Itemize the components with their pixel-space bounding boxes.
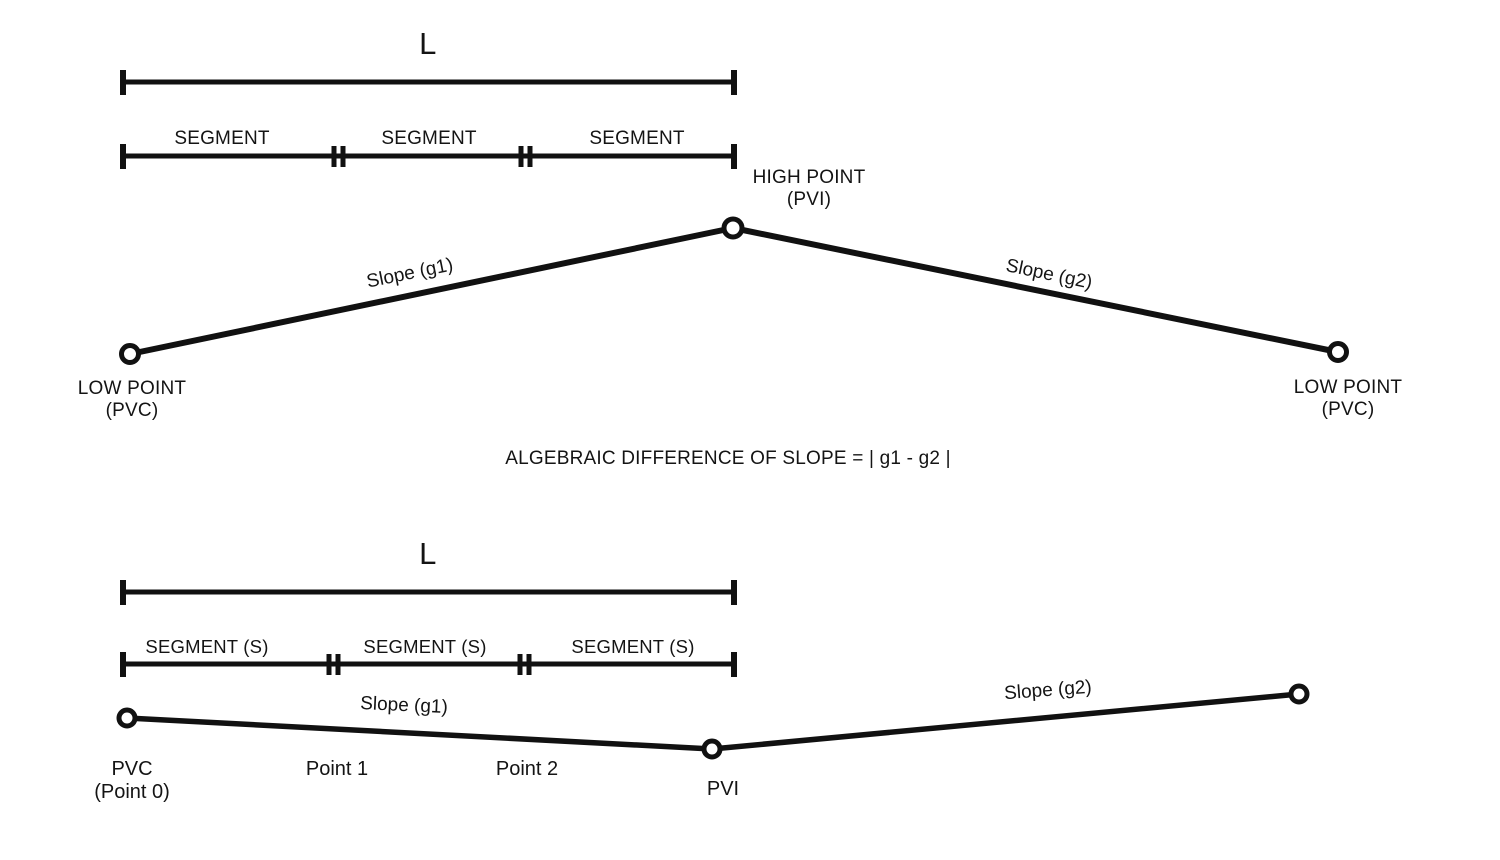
bottom-length-label: L xyxy=(419,536,437,571)
top-length-dimension-line xyxy=(120,70,737,95)
node-pvc-left xyxy=(119,343,141,365)
low-point-right-line-1: LOW POINT xyxy=(1293,377,1403,398)
high-point-line-1: HIGH POINT xyxy=(752,167,866,188)
low-point-right-line-2: (PVC) xyxy=(1321,398,1375,420)
bottom-segment-label-1: SEGMENT (S) xyxy=(145,636,269,657)
low-point-pvc-right-label: LOW POINT (PVC) xyxy=(1294,377,1402,421)
node-pvc-right xyxy=(1327,341,1349,363)
bottom-slope-g1-label: Slope (g1) xyxy=(359,693,449,718)
algebraic-difference-formula: ALGEBRAIC DIFFERENCE OF SLOPE = | g1 - g… xyxy=(505,448,951,469)
high-point-line-2: (PVI) xyxy=(786,188,832,210)
low-point-left-line-2: (PVC) xyxy=(105,399,159,421)
top-length-label: L xyxy=(419,26,437,61)
bottom-pvc-line-2: (Point 0) xyxy=(94,781,170,803)
top-segment-label-2: SEGMENT xyxy=(381,128,477,149)
top-segment-dimension-line xyxy=(120,144,737,169)
low-point-left-line-1: LOW POINT xyxy=(77,378,187,399)
bottom-length-dimension-line xyxy=(120,580,737,605)
node-end-bottom xyxy=(1288,683,1310,705)
bottom-segment-label-2: SEGMENT (S) xyxy=(363,636,487,657)
bottom-pvi-label: PVI xyxy=(706,778,740,800)
node-pvc-bottom xyxy=(116,707,138,729)
node-pvi-bottom xyxy=(701,738,723,760)
bottom-segment-dimension-line xyxy=(120,652,737,677)
top-segment-label-1: SEGMENT xyxy=(174,128,270,149)
low-point-pvc-left-label: LOW POINT (PVC) xyxy=(78,378,186,422)
bottom-segment-label-3: SEGMENT (S) xyxy=(571,636,695,657)
top-segment-label-3: SEGMENT xyxy=(589,128,685,149)
bottom-pvc-label: PVC (Point 0) xyxy=(94,758,170,804)
bottom-point1-label: Point 1 xyxy=(305,758,369,780)
bottom-point2-label: Point 2 xyxy=(495,758,559,780)
node-pvi-top xyxy=(721,216,745,240)
crest-profile-line xyxy=(127,225,1341,357)
high-point-pvi-label: HIGH POINT (PVI) xyxy=(753,167,866,211)
bottom-pvc-line-1: PVC xyxy=(111,758,153,780)
